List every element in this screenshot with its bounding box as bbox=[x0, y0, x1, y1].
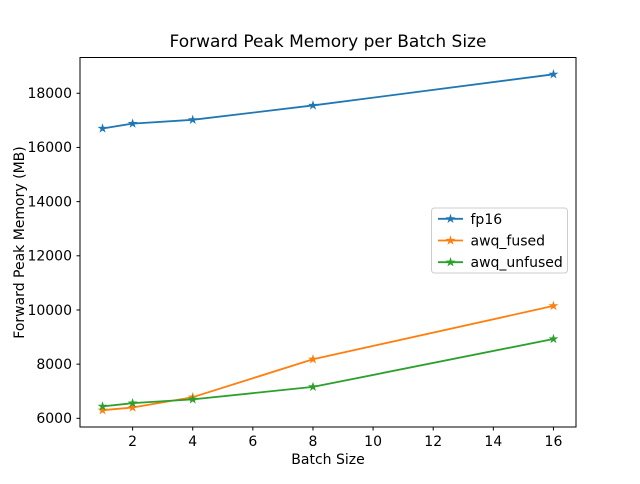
series-line-awq_unfused bbox=[102, 338, 554, 408]
legend-sample-marker-awq_unfused bbox=[445, 257, 456, 267]
data-point-marker-fp16 bbox=[127, 118, 138, 128]
series-line-awq_fused bbox=[102, 305, 554, 412]
y-axis-label: Forward Peak Memory (MB) bbox=[12, 146, 28, 338]
y-tick-label: 16000 bbox=[27, 140, 72, 156]
plot-area: 2 4 6 8 10 12 14 16 6000 8000 10000 12000 14000 16000… bbox=[27, 57, 577, 450]
legend-label-awq-fused: awq_fused bbox=[471, 234, 546, 250]
x-tick-label: 14 bbox=[484, 434, 502, 450]
data-point-marker-awq_unfused bbox=[187, 394, 198, 404]
data-point-marker-fp16 bbox=[548, 69, 559, 79]
data-point-marker-fp16 bbox=[187, 114, 198, 125]
y-tick-label: 10000 bbox=[27, 303, 72, 319]
data-point-marker-awq_unfused bbox=[97, 401, 108, 411]
x-tick-label: 12 bbox=[424, 434, 442, 450]
data-point-marker-awq_fused bbox=[127, 402, 138, 412]
legend-samples bbox=[438, 213, 463, 267]
y-tick-label: 14000 bbox=[27, 194, 72, 210]
data-point-marker-awq_fused bbox=[97, 405, 108, 415]
x-tick-label: 10 bbox=[364, 434, 382, 450]
legend-label-awq-unfused: awq_unfused bbox=[471, 255, 563, 271]
plot-frame bbox=[79, 57, 577, 428]
legend: fp16 awq_fused awq_unfused bbox=[431, 207, 568, 274]
y-tick-label: 18000 bbox=[27, 86, 72, 102]
data-point-marker-fp16 bbox=[308, 100, 318, 110]
data-point-marker-fp16 bbox=[97, 123, 108, 133]
y-tick-label: 6000 bbox=[36, 411, 72, 427]
y-tick-label: 8000 bbox=[36, 357, 72, 373]
y-tick-label: 12000 bbox=[27, 249, 72, 265]
legend-box bbox=[431, 207, 568, 274]
legend-sample-marker-fp16 bbox=[445, 213, 456, 224]
x-tick-label: 16 bbox=[545, 434, 563, 450]
legend-label-fp16: fp16 bbox=[471, 212, 503, 228]
data-point-marker-awq_fused bbox=[548, 300, 559, 311]
x-tick-label: 4 bbox=[188, 434, 197, 450]
x-tick-label: 2 bbox=[128, 434, 137, 450]
x-tick-label: 8 bbox=[309, 434, 318, 450]
chart-title: Forward Peak Memory per Batch Size bbox=[170, 32, 487, 52]
x-axis-label: Batch Size bbox=[291, 452, 364, 468]
data-point-marker-awq_fused bbox=[308, 354, 318, 364]
legend-sample-marker-awq_fused bbox=[445, 235, 456, 245]
series-line-fp16 bbox=[102, 73, 554, 130]
x-tick-label: 6 bbox=[248, 434, 257, 450]
data-point-marker-awq_unfused bbox=[308, 381, 318, 392]
data-point-marker-awq_unfused bbox=[127, 397, 138, 408]
data-point-marker-awq_unfused bbox=[548, 333, 559, 344]
